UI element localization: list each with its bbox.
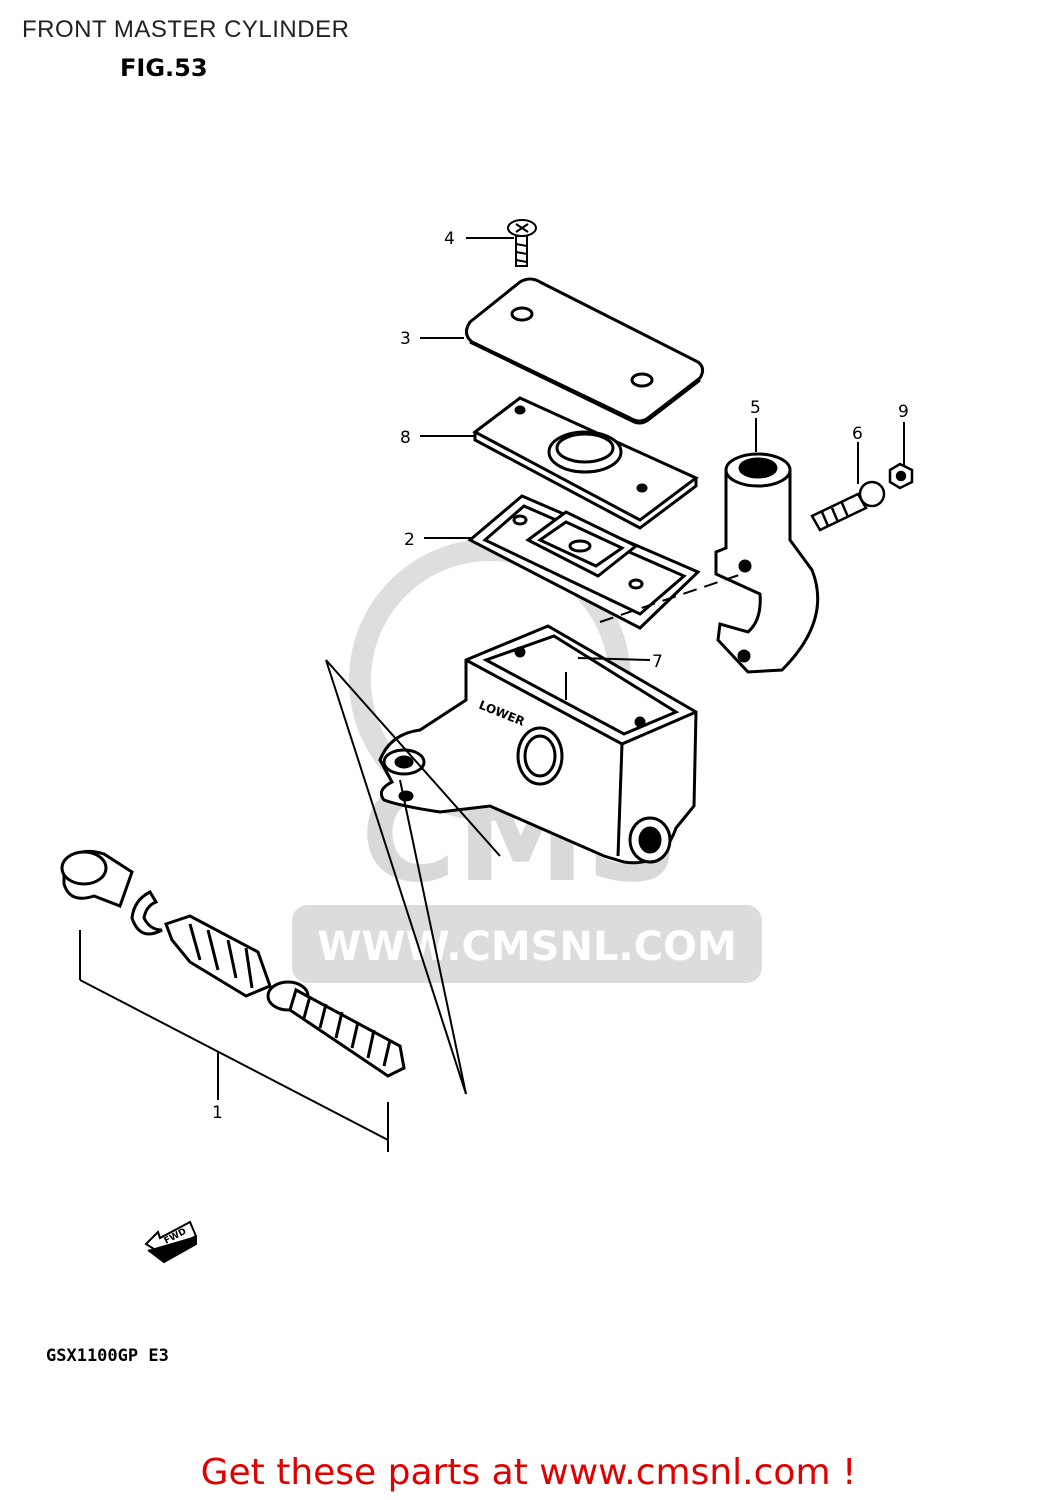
callout-4: 4	[444, 229, 455, 249]
part-5-clamp	[714, 452, 820, 674]
watermark-url-text: WWW.CMSNL.COM	[317, 924, 737, 970]
footer-parts-link[interactable]: Get these parts at www.cmsnl.com !	[200, 1452, 857, 1493]
callout-1: 1	[212, 1103, 223, 1123]
callout-9: 9	[898, 402, 909, 422]
part-2-plate	[467, 494, 701, 630]
fwd-arrow-icon: FWD	[144, 1220, 198, 1264]
figure-number: FIG.53	[120, 54, 208, 82]
assembly-bracket	[79, 659, 501, 1152]
callout-numbers: 1 2 3 4 5 6 7 8 9	[212, 229, 909, 1123]
leader-lines	[420, 237, 905, 700]
model-code: GSX1100GP E3	[46, 1346, 169, 1366]
callout-7: 7	[652, 652, 663, 672]
part-3-reservoir-cap	[465, 277, 705, 425]
part-6-bolt	[810, 480, 886, 532]
callout-2: 2	[404, 530, 415, 550]
part-8-diaphragm	[472, 396, 699, 530]
part-9-nut	[888, 462, 914, 490]
callout-8: 8	[400, 428, 411, 448]
part-4-screw	[507, 219, 537, 267]
callout-6: 6	[852, 424, 863, 444]
callout-3: 3	[400, 329, 411, 349]
master-cylinder-body: LOWER	[378, 624, 698, 865]
part-1-piston-assembly	[60, 849, 406, 1078]
page-title: FRONT MASTER CYLINDER	[22, 16, 350, 43]
callout-5: 5	[750, 398, 761, 418]
